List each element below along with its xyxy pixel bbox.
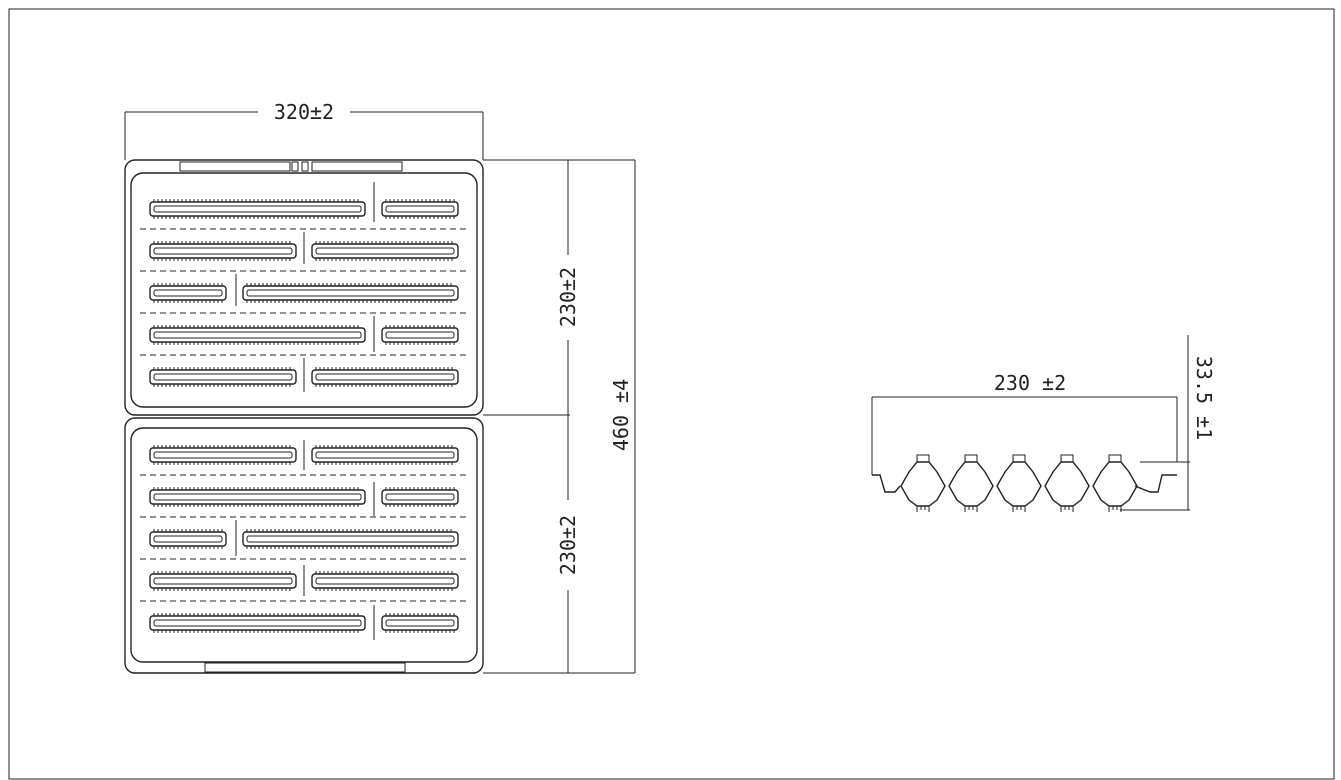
pocket bbox=[900, 454, 946, 512]
connector-slot bbox=[149, 199, 366, 219]
upper-height-label: 230±2 bbox=[556, 267, 580, 327]
pocket-profiles bbox=[900, 454, 1138, 512]
connector-slot bbox=[149, 487, 366, 507]
tray-profile-right bbox=[1134, 474, 1177, 493]
side-height-label: 33.5 ±1 bbox=[1192, 356, 1216, 440]
pocket bbox=[996, 454, 1042, 512]
connector-slot bbox=[149, 529, 227, 549]
connector-slot bbox=[149, 445, 297, 465]
connector-slot bbox=[311, 367, 459, 387]
lower-tray bbox=[124, 417, 484, 674]
width-dimension: 320±2 bbox=[124, 100, 484, 160]
connector-slot bbox=[311, 571, 459, 591]
connector-slot bbox=[149, 367, 297, 387]
connector-slot bbox=[149, 241, 297, 261]
upper-connector-rows bbox=[140, 182, 468, 392]
sheet-border bbox=[8, 8, 1335, 780]
connector-slot bbox=[149, 283, 227, 303]
pocket bbox=[948, 454, 994, 512]
connector-slot bbox=[242, 529, 459, 549]
connector-slot bbox=[381, 199, 459, 219]
connector-slot bbox=[311, 241, 459, 261]
top-view: 320±2 230±2 23 bbox=[124, 100, 636, 674]
width-label: 320±2 bbox=[274, 100, 334, 124]
upper-tray bbox=[124, 159, 484, 416]
connector-slot bbox=[381, 325, 459, 345]
lower-height-label: 230±2 bbox=[556, 515, 580, 575]
tray-profile bbox=[872, 474, 901, 493]
lower-connector-rows bbox=[140, 440, 468, 640]
connector-slot bbox=[149, 325, 366, 345]
connector-slot bbox=[311, 445, 459, 465]
connector-slot bbox=[242, 283, 459, 303]
connector-slot bbox=[149, 571, 297, 591]
connector-slot bbox=[381, 613, 459, 633]
pocket bbox=[1044, 454, 1090, 512]
pocket bbox=[1092, 454, 1138, 512]
side-view: 230 ±2 33.5 ±1 bbox=[871, 335, 1216, 512]
side-width-label: 230 ±2 bbox=[994, 371, 1066, 395]
total-height-label: 460 ±4 bbox=[609, 379, 633, 451]
connector-slot bbox=[149, 613, 366, 633]
connector-slot bbox=[381, 487, 459, 507]
height-dimensions: 230±2 230±2 460 ±4 bbox=[483, 159, 636, 674]
